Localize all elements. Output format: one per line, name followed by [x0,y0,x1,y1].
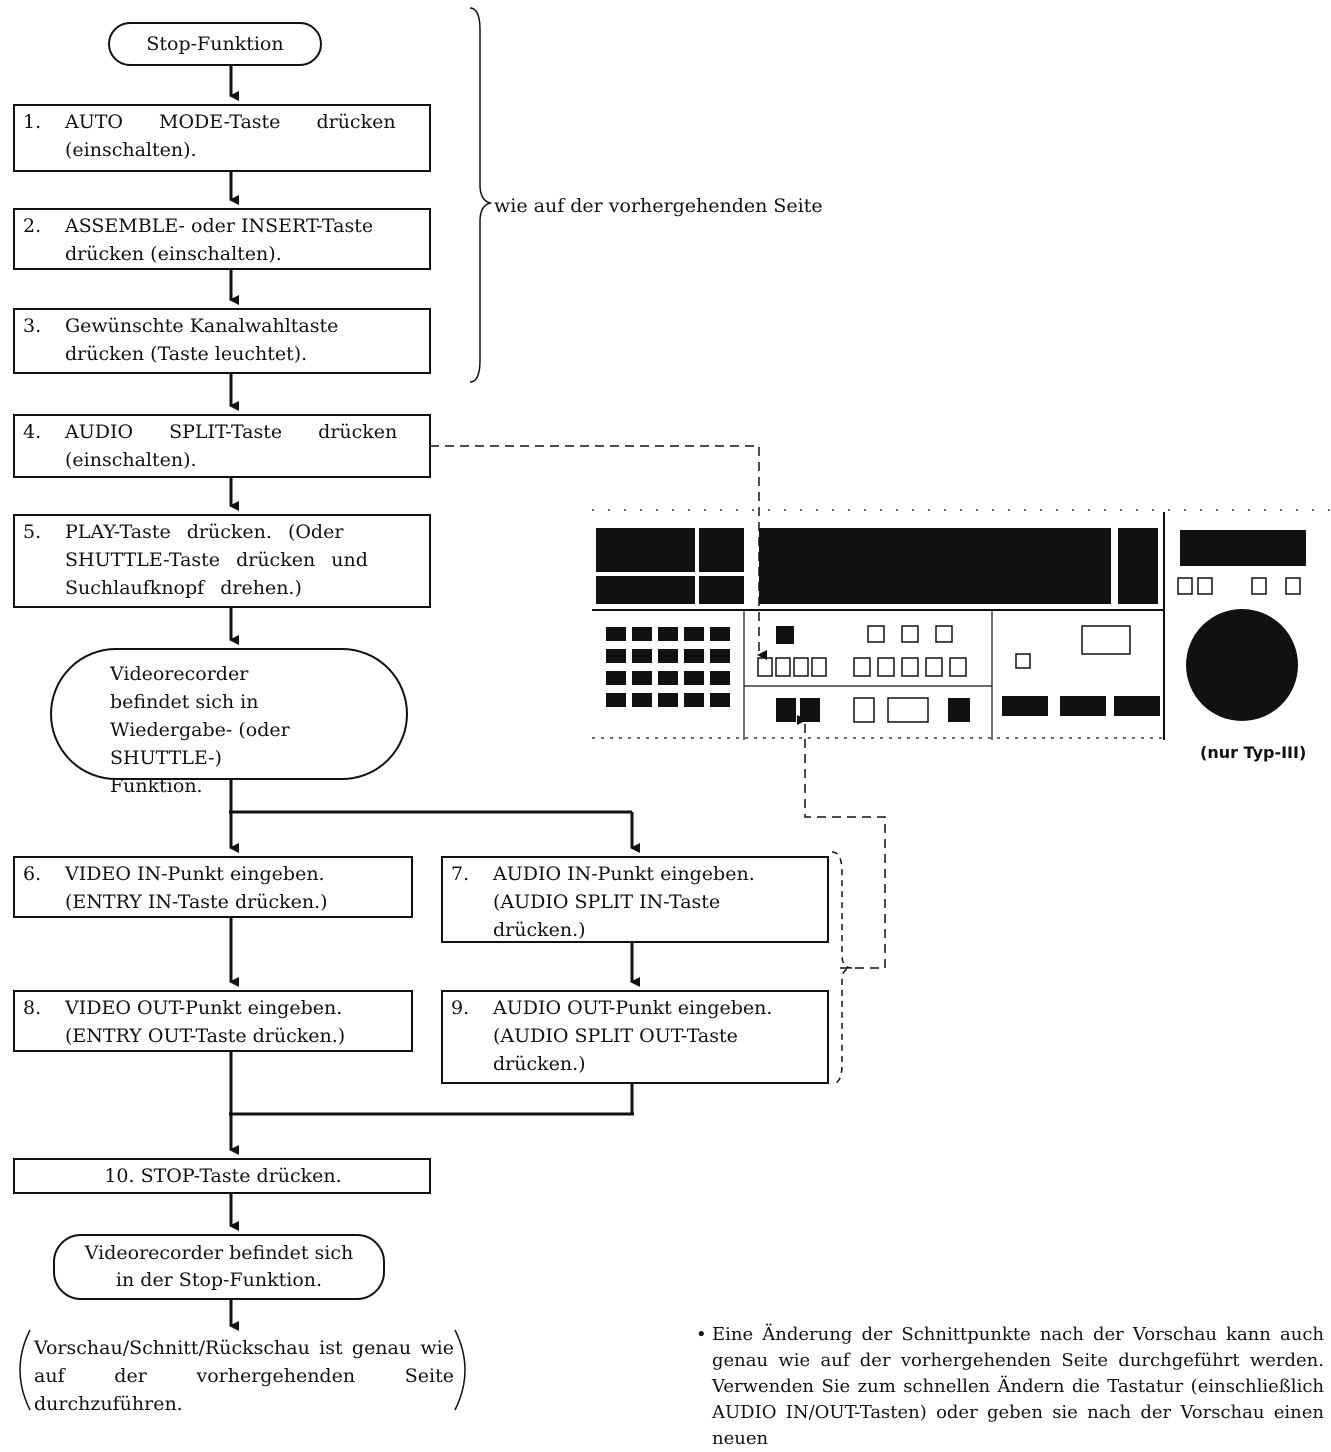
step-4: 4. AUDIO SPLIT-Taste drücken (einschalte… [13,414,431,478]
step-number: 3. [23,315,42,337]
step-text: STOP-Taste drücken. [140,1165,342,1187]
step-1: 1. AUTO MODE-Taste drücken (einschalten)… [13,104,431,172]
bullet-note: • Eine Änderung der Schnittpunkte nach d… [696,1322,1324,1452]
step-7: 7. AUDIO IN-Punkt eingeben. (AUDIO SPLIT… [441,856,829,943]
step-10: 10. STOP-Taste drücken. [13,1158,431,1194]
step-number: 2. [23,215,42,237]
step-text: VIDEO OUT-Punkt eingeben. (ENTRY OUT-Tas… [65,997,346,1047]
step-text: VIDEO IN-Punkt eingeben. (ENTRY IN-Taste… [65,863,328,913]
state-play-text: Videorecorder befindet sich in Wiedergab… [110,663,290,797]
bullet-text: Eine Änderung der Schnittpunkte nach der… [712,1324,1324,1449]
state-playback: Videorecorder befindet sich in Wiedergab… [50,648,408,797]
step-text: Gewünschte Kanalwahltaste drücken (Taste… [65,315,339,365]
step-text: AUTO MODE-Taste drücken (einschalten). [65,111,396,161]
step-5: 5. PLAY-Taste drücken. (Oder SHUTTLE-Tas… [13,514,431,608]
step-number: 8. [23,997,42,1019]
step-number: 7. [451,863,470,885]
step-9: 9. AUDIO OUT-Punkt eingeben. (AUDIO SPLI… [441,990,829,1084]
step-number: 1. [23,111,42,133]
step-number: 9. [451,997,470,1019]
step-text: ASSEMBLE- oder INSERT-Taste drücken (ein… [65,215,374,265]
step-number: 6. [23,863,42,885]
step-number: 5. [23,521,42,543]
control-panel-illustration [592,509,1331,740]
bullet-icon: • [696,1324,707,1345]
step-number: 4. [23,421,42,443]
device-caption: (nur Typ-III) [1200,743,1307,762]
step-3: 3. Gewünschte Kanalwahltaste drücken (Ta… [13,308,431,374]
start-terminal: Stop-Funktion [108,22,322,66]
final-note: Vorschau/Schnitt/Rückschau ist genau wie… [34,1337,454,1415]
step-8: 8. VIDEO OUT-Punkt eingeben. (ENTRY OUT-… [13,990,413,1052]
step-number: 10. [104,1165,135,1187]
step-text: AUDIO SPLIT-Taste drücken (einschalten). [65,421,398,471]
state-stop: Videorecorder befindet sich in der Stop-… [53,1234,385,1300]
step-6: 6. VIDEO IN-Punkt eingeben. (ENTRY IN-Ta… [13,856,413,918]
step-text: AUDIO OUT-Punkt eingeben. (AUDIO SPLIT O… [493,997,773,1075]
brace-note: wie auf der vorhergehenden Seite [494,195,823,217]
step-text: PLAY-Taste drücken. (Oder SHUTTLE-Taste … [65,521,368,599]
step-2: 2. ASSEMBLE- oder INSERT-Taste drücken (… [13,208,431,270]
state-stop-text: Videorecorder befindet sich in der Stop-… [84,1242,354,1291]
start-label: Stop-Funktion [146,32,284,55]
step-text: AUDIO IN-Punkt eingeben. (AUDIO SPLIT IN… [493,863,755,941]
